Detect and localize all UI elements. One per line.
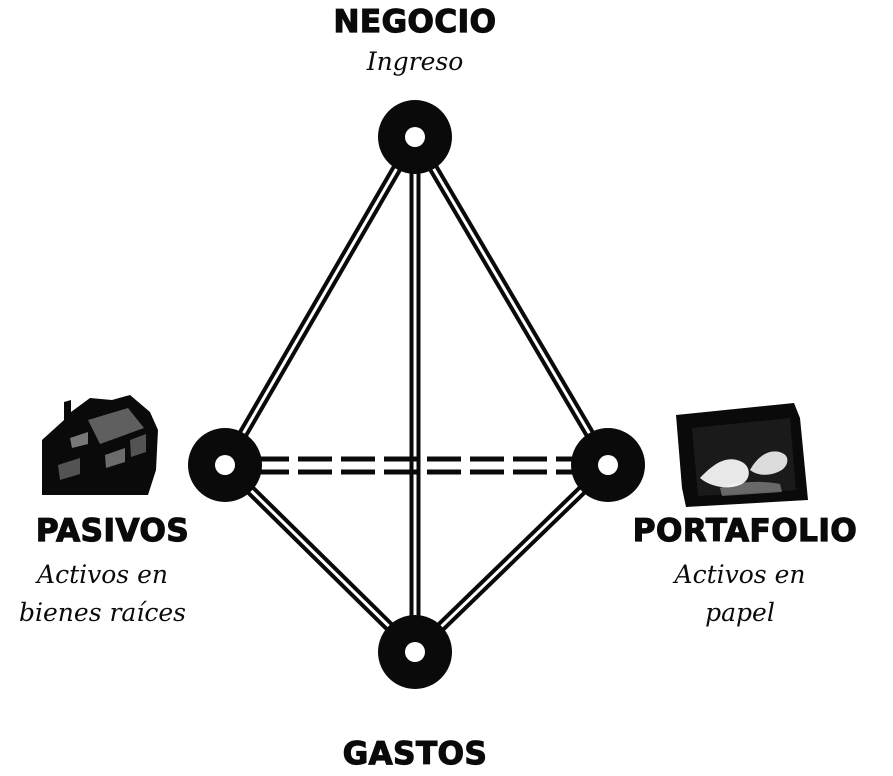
edge-right-bottom <box>411 461 612 656</box>
edge-left-right-dashed <box>255 456 580 475</box>
paper-assets-icon <box>676 403 808 507</box>
label-portafolio-subtitle-line1: Activos en <box>674 560 806 589</box>
label-negocio-title: NEGOCIO <box>333 3 497 40</box>
edge-left-bottom <box>221 461 419 656</box>
house-icon <box>42 395 158 495</box>
label-negocio-subtitle: Ingreso <box>366 47 464 76</box>
node-top <box>378 100 452 174</box>
label-portafolio-title: PORTAFOLIO <box>632 512 858 549</box>
node-bottom <box>378 615 452 689</box>
label-pasivos-title: PASIVOS <box>35 512 190 549</box>
edge-top-left <box>220 134 420 468</box>
edge-top-right <box>410 134 613 468</box>
label-portafolio-subtitle-line2: papel <box>705 598 775 627</box>
label-gastos-title: GASTOS <box>342 735 488 772</box>
node-left <box>188 428 262 502</box>
label-pasivos-subtitle-line2: bienes raíces <box>19 598 186 627</box>
label-pasivos-subtitle-line1: Activos en <box>37 560 168 589</box>
node-right <box>571 428 645 502</box>
